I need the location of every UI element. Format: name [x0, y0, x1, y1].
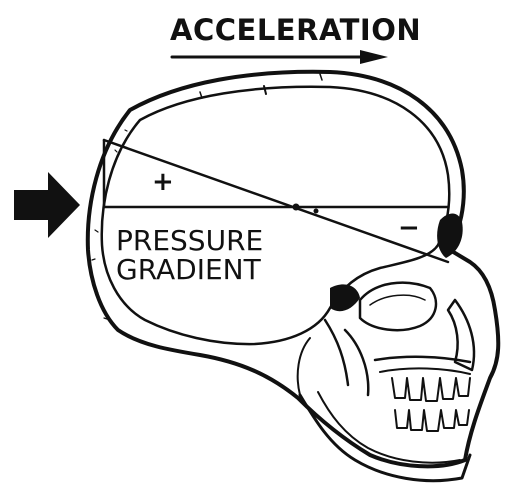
- acceleration-label: ACCELERATION: [170, 13, 421, 47]
- negative-pressure-label: −: [398, 213, 420, 243]
- acceleration-arrow: [172, 50, 388, 64]
- positive-pressure-label: +: [152, 167, 174, 197]
- pressure-label-line2: GRADIENT: [116, 253, 262, 286]
- impact-arrow: [14, 172, 80, 238]
